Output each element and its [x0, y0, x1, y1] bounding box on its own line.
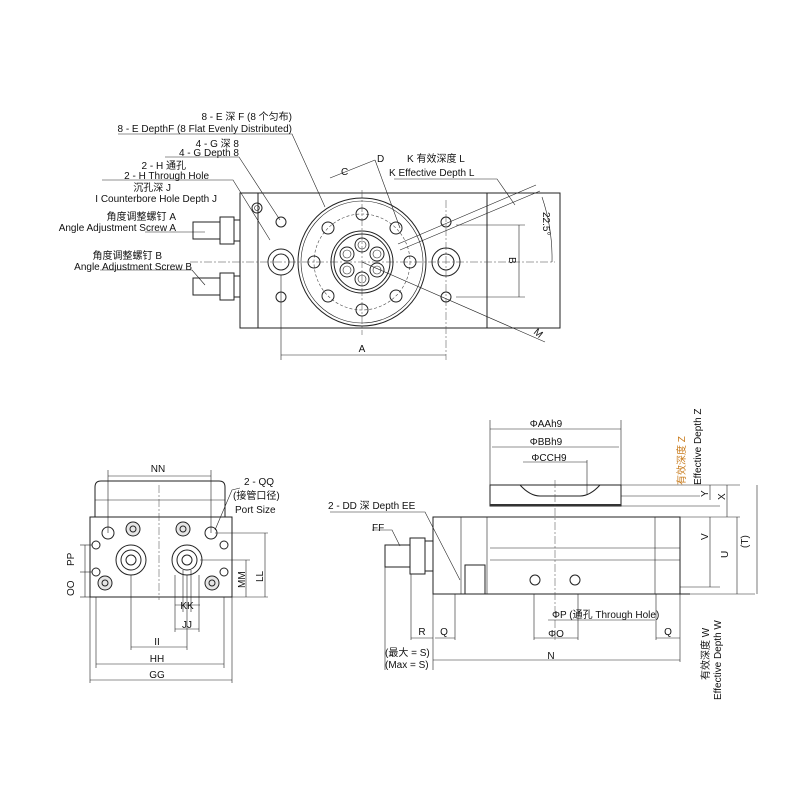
dim-p: ΦP (通孔 Through Hole) [552, 609, 659, 621]
depth-z-cn: 有效深度 Z [675, 436, 688, 485]
dim-u: U [720, 551, 731, 558]
dim-m: M [531, 327, 544, 341]
table-cap [94, 480, 226, 517]
adjust-screw-b [192, 272, 241, 301]
adjust-screw-a [192, 216, 241, 245]
j-label-cn: 沉孔深 J [133, 181, 171, 194]
dim-o: ΦO [548, 629, 564, 640]
screw-a-label-cn: 角度调整螺钉 A [107, 210, 177, 223]
dim-y: Y [700, 490, 711, 497]
dim-x: X [717, 493, 728, 500]
h-label-en: 2 - H Through Hole [124, 171, 209, 182]
dim-r: R [418, 627, 425, 638]
dim-a: A [359, 344, 366, 355]
dim-jj: JJ [182, 620, 192, 631]
dim-b: B [506, 257, 517, 264]
screw-b-label-en: Angle Adjustment Screw B [74, 262, 192, 273]
dim-aa: ΦAAh9 [530, 419, 563, 430]
ff-label: FF [372, 523, 384, 534]
dim-angle: 22.5° [540, 212, 551, 235]
dim-cc: ΦCCH9 [531, 453, 567, 464]
body-outline [239, 192, 561, 329]
dim-hh: HH [150, 654, 164, 665]
side-body [432, 516, 681, 595]
e-holes [307, 207, 417, 317]
g-label-cn: 4 - G 深 8 [196, 138, 240, 150]
dim-mm: MM [237, 571, 248, 588]
dim-d: D [377, 154, 384, 165]
depth-w-cn: 有效深度 W [699, 627, 712, 680]
top-view: 8 - E 深 F (8 个匀布) 8 - E DepthF (8 Flat E… [59, 111, 561, 360]
screw-a-label-en: Angle Adjustment Screw A [59, 223, 177, 234]
dim-s-cn: (最大 = S) [385, 646, 430, 659]
depth-z-en: Effective Depth Z [693, 408, 704, 485]
dim-gg: GG [149, 670, 165, 681]
dim-v: V [700, 533, 711, 540]
dim-oo: OO [66, 580, 77, 596]
k-label-cn: K 有效深度 L [407, 152, 465, 165]
k-label-en: K Effective Depth L [389, 168, 475, 179]
dd-label: 2 - DD 深 Depth EE [328, 500, 416, 512]
dim-ii: II [154, 637, 160, 648]
dim-nn: NN [151, 464, 165, 475]
dim-t: (T) [740, 535, 751, 548]
port-fitting-ff [384, 537, 434, 575]
dim-n: N [547, 651, 554, 662]
dim-q-right: Q [664, 627, 672, 638]
depth-w-en: Effective Depth W [713, 620, 724, 700]
dim-s-en: (Max = S) [385, 660, 429, 671]
k-holes [339, 237, 385, 287]
h-label-cn: 2 - H 通孔 [142, 160, 186, 172]
port-size-label: Port Size [235, 505, 276, 516]
screw-b-label-cn: 角度调整螺钉 B [93, 249, 163, 262]
end-body [89, 516, 233, 598]
e-label-en: 8 - E DepthF (8 Flat Evenly Distributed) [117, 124, 292, 135]
dim-kk: KK [180, 601, 194, 612]
screws [97, 521, 220, 591]
port-qq: 2 - QQ [244, 477, 274, 488]
dim-bb: ΦBBh9 [530, 437, 563, 448]
g-label-en: 4 - G Depth 8 [179, 148, 239, 159]
dim-pp: PP [66, 552, 77, 566]
rotary-table [297, 197, 427, 327]
end-view: NN 2 - QQ (接管口径) Port Size PP OO MM LL K… [66, 464, 280, 683]
dim-q-left: Q [440, 627, 448, 638]
e-label-cn: 8 - E 深 F (8 个匀布) [201, 111, 292, 123]
port-qq-cn: (接管口径) [233, 489, 280, 502]
j-label-en: I Counterbore Hole Depth J [95, 194, 217, 205]
dim-ll: LL [255, 570, 266, 582]
dim-c: C [341, 167, 348, 178]
side-view: ΦAAh9 ΦBBh9 ΦCCH9 2 - DD 深 Depth EE FF R… [328, 408, 758, 700]
